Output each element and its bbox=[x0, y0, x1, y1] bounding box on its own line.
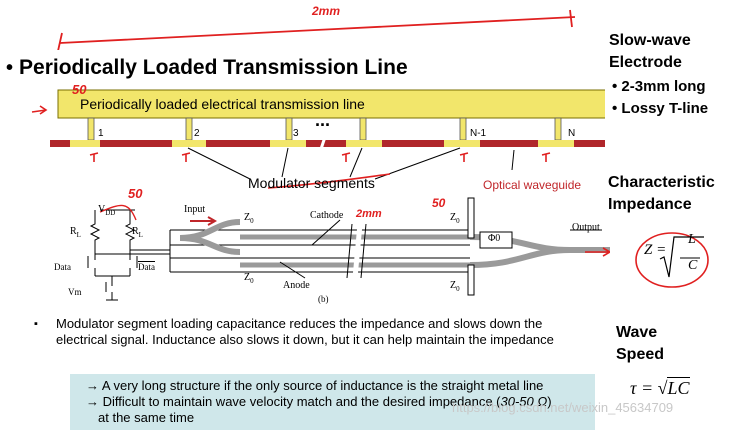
title-bullet: • bbox=[6, 57, 14, 79]
data-bar-label: Data bbox=[138, 262, 155, 272]
slowwave-item-2-text: Lossy T-line bbox=[621, 100, 709, 117]
z-annotation-top: 50 bbox=[72, 82, 87, 97]
z0-3-text: Z bbox=[450, 212, 457, 223]
bar-label: Periodically loaded electrical transmiss… bbox=[80, 96, 365, 112]
wave-speed-heading: Wave Speed bbox=[616, 324, 665, 363]
note-line-1: → A very long structure if the only sour… bbox=[86, 378, 544, 393]
rl-left-sub: L bbox=[76, 231, 81, 239]
input-label: Input bbox=[184, 204, 206, 215]
phase-label: Φ0 bbox=[488, 233, 501, 244]
segment-number-n-1: N-1 bbox=[470, 128, 487, 139]
watermark: https://blog.csdn.net/weixin_45634709 bbox=[452, 400, 674, 415]
output-label: Output bbox=[572, 222, 600, 233]
rl-right-label: RL bbox=[132, 226, 143, 239]
z0-3-sub: 0 bbox=[456, 217, 460, 225]
bullet-text: Modulator segment loading capacitance re… bbox=[56, 316, 554, 347]
vdd-label: VDD bbox=[98, 204, 115, 217]
z-annotation-circuit: 50 bbox=[128, 186, 143, 201]
note-line-3: at the same time bbox=[98, 410, 195, 425]
data-label: Data bbox=[54, 262, 71, 272]
top-annotation-drawing bbox=[57, 9, 576, 50]
modulator-circuit-diagram bbox=[87, 197, 610, 301]
modulator-segments-label: Modulator segments bbox=[248, 175, 375, 191]
z0-2-text: Z bbox=[244, 272, 251, 283]
rl-left-text: R bbox=[70, 226, 77, 237]
z0-label-1: Z0 bbox=[244, 212, 254, 225]
vm-label: Vm bbox=[68, 287, 82, 297]
optical-waveguide-label: Optical waveguide bbox=[483, 178, 582, 192]
anode-label: Anode bbox=[283, 280, 310, 291]
note-box bbox=[70, 374, 595, 430]
bullet-marker: ▪ bbox=[34, 318, 38, 330]
segment-number-2: 2 bbox=[194, 128, 200, 139]
z0-label-2: Z0 bbox=[244, 272, 254, 285]
characteristic-impedance-heading: Characteristic Impedance bbox=[608, 174, 715, 213]
slide-title: •Periodically Loaded Transmission Line bbox=[6, 56, 408, 80]
formula-z-symbol: Z bbox=[644, 242, 653, 258]
rl-right-text: R bbox=[132, 226, 139, 237]
formula-z-lhs: Z = bbox=[644, 242, 667, 258]
segment-number-3: 3 bbox=[293, 128, 299, 139]
formula-tau: τ = √LC bbox=[630, 377, 690, 398]
slowwave-heading: Slow-wave Electrode bbox=[609, 32, 691, 71]
vdd-text: V bbox=[98, 204, 106, 215]
top-length-annotation: 2mm bbox=[312, 4, 341, 18]
slowwave-item-2: • Lossy T-line bbox=[612, 100, 709, 117]
note-line-2-italic: 30-50 Ω bbox=[500, 394, 548, 409]
transmission-line-diagram bbox=[31, 89, 605, 189]
ellipsis-label: ... bbox=[315, 110, 331, 130]
segment-number-n: N bbox=[568, 128, 576, 139]
vdd-sub: DD bbox=[105, 209, 116, 217]
z0-label-4: Z0 bbox=[450, 280, 460, 293]
formula-z-num: L bbox=[688, 232, 696, 247]
z0-4-text: Z bbox=[450, 280, 457, 291]
caption-b: (b) bbox=[318, 294, 329, 304]
z0-label-3: Z0 bbox=[450, 212, 460, 225]
formula-z-den: C bbox=[688, 258, 698, 273]
z-annotation-termination: 50 bbox=[432, 196, 446, 210]
note-line-2-a: → Difficult to maintain wave velocity ma… bbox=[86, 394, 501, 409]
z0-1-text: Z bbox=[244, 212, 251, 223]
z0-1-sub: 0 bbox=[250, 217, 254, 225]
slowwave-list: • 2-3mm long • Lossy T-line bbox=[612, 76, 727, 120]
rl-left-label: RL bbox=[70, 226, 81, 239]
impedance-formula-graphic bbox=[635, 232, 709, 288]
formula-tau-rhs: LC bbox=[667, 377, 690, 398]
cathode-length-annotation: 2mm bbox=[356, 208, 382, 220]
title-text: Periodically Loaded Transmission Line bbox=[19, 56, 408, 79]
formula-tau-symbol: τ bbox=[630, 378, 637, 398]
slowwave-item-1-text: 2-3mm long bbox=[621, 78, 706, 95]
note-line-2-b: ) bbox=[547, 394, 552, 409]
cathode-label: Cathode bbox=[310, 210, 344, 221]
note-line-2: → Difficult to maintain wave velocity ma… bbox=[86, 394, 591, 410]
z0-4-sub: 0 bbox=[456, 285, 460, 293]
segment-number-1: 1 bbox=[98, 128, 104, 139]
z0-2-sub: 0 bbox=[250, 277, 254, 285]
rl-right-sub: L bbox=[138, 231, 143, 239]
slowwave-item-1: • 2-3mm long bbox=[612, 78, 706, 95]
bullet-paragraph: ▪ Modulator segment loading capacitance … bbox=[34, 316, 594, 348]
